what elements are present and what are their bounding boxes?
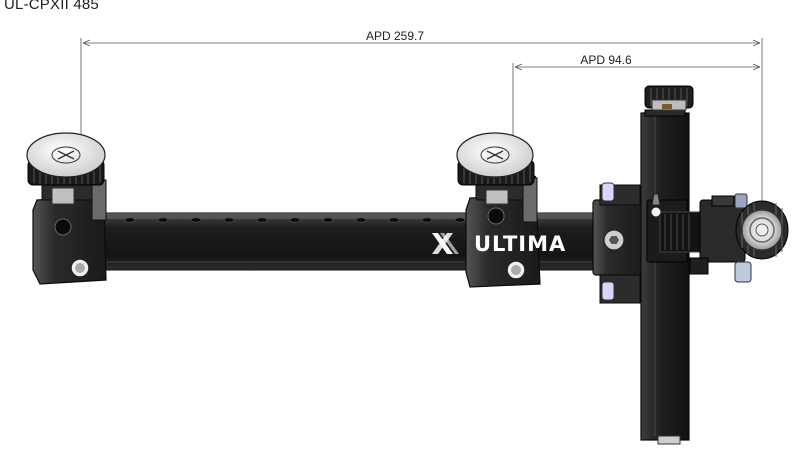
left-knob-icon bbox=[26, 132, 106, 186]
dimension-apd-long bbox=[80, 38, 763, 210]
scope-lens-icon bbox=[735, 200, 789, 260]
bar-holes bbox=[124, 217, 466, 223]
left-mount-block bbox=[32, 175, 107, 285]
ultima-x-logo-icon bbox=[432, 233, 459, 254]
bottom-cap bbox=[657, 435, 681, 445]
scope-carriage bbox=[646, 193, 752, 283]
hex-bolt-icon bbox=[603, 229, 625, 251]
dimension-apd-long-label: APD 259.7 bbox=[366, 29, 424, 43]
logo-text: ULTIMA bbox=[474, 232, 566, 256]
middle-knob-icon bbox=[456, 132, 535, 186]
dimension-apd-short-label: APD 94.6 bbox=[580, 53, 632, 67]
vertical-bar bbox=[640, 109, 690, 441]
dimension-apd-short bbox=[512, 63, 761, 150]
elevation-knob-icon bbox=[644, 85, 694, 111]
product-title: UL-CPXII 485 bbox=[4, 0, 99, 13]
